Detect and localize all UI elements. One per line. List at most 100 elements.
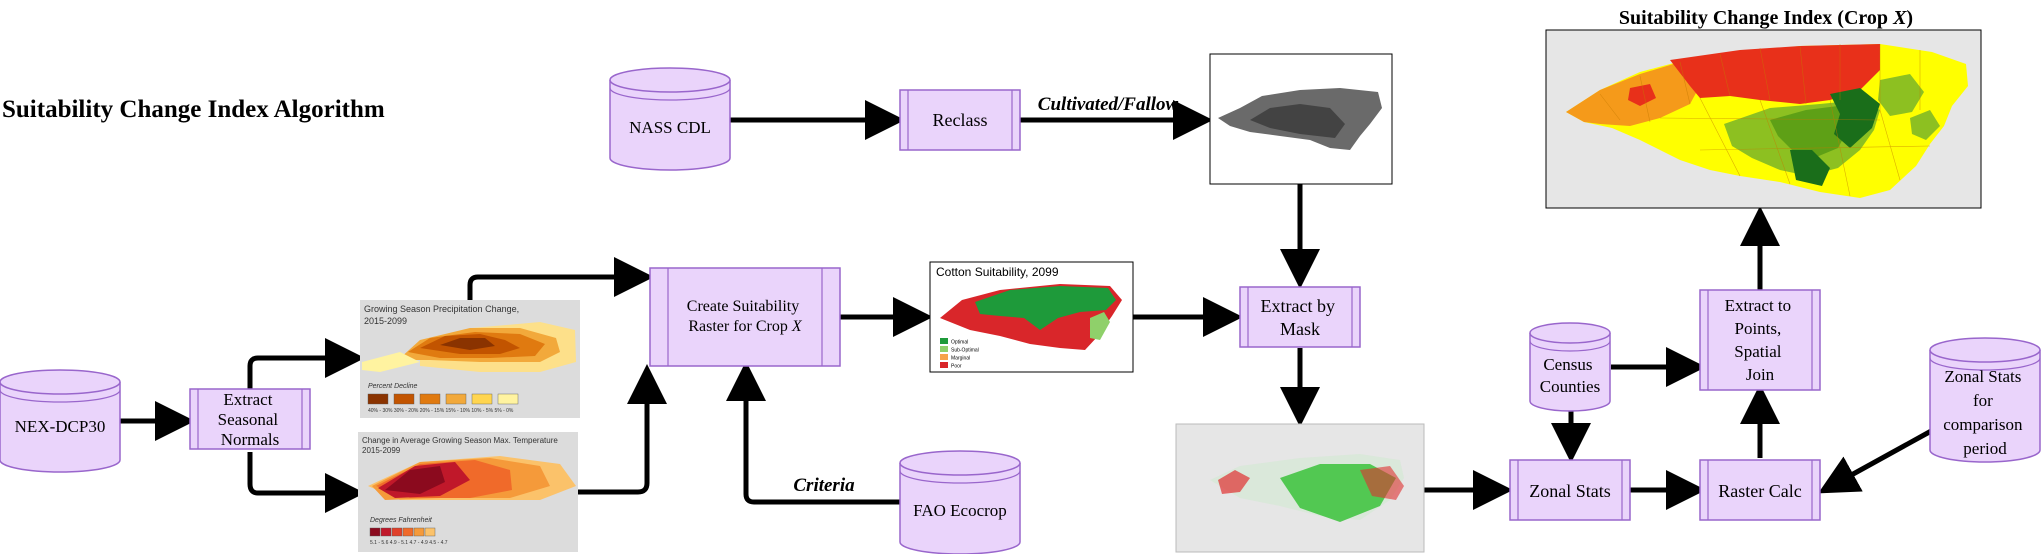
cotton-legend-label-3: Poor <box>951 364 962 370</box>
arrow-temp-to-create <box>578 363 667 495</box>
extract-mask-line-1: Extract by <box>1261 296 1335 316</box>
edge-label-criteria: Criteria <box>793 475 855 496</box>
index-region-dark-green <box>1830 88 1880 148</box>
extract-mask-line-2: Mask <box>1280 319 1320 339</box>
output-title-prefix: Suitability Change Index (Crop <box>1619 7 1893 29</box>
zonal-comparison-datasource[interactable]: Zonal Stats for comparison period <box>1929 337 2041 463</box>
create-raster-label: Create Suitability Raster for Crop X <box>687 298 803 335</box>
extract-seasonal-normals-process[interactable]: Extract Seasonal Normals <box>189 388 311 450</box>
zonal-stats-process[interactable]: Zonal Stats <box>1509 459 1631 521</box>
temp-legend-swatch-3 <box>402 527 414 537</box>
extract-points-line-1: Extract to <box>1725 296 1792 315</box>
precip-title-line-1: Growing Season Precipitation Change, <box>364 304 519 314</box>
precip-legend-swatch-1 <box>393 393 415 405</box>
nass-cdl-datasource[interactable]: NASS CDL <box>609 67 731 171</box>
temp-legend-swatch-1 <box>380 527 392 537</box>
cotton-legend-swatch-0 <box>940 338 948 344</box>
census-counties-label: Census Counties <box>1540 355 1600 396</box>
temp-legend-swatch-0 <box>369 527 381 537</box>
page-title: Suitability Change Index Algorithm <box>2 96 385 123</box>
temp-legend-swatch-5 <box>424 527 436 537</box>
extract-by-mask-process[interactable]: Extract by Mask <box>1239 286 1361 348</box>
arrow-extract-to-temp <box>247 452 366 513</box>
precip-legend-swatch-4 <box>471 393 493 405</box>
nex-dcp30-label: NEX-DCP30 <box>15 417 106 436</box>
cotton-legend-label-1: Sub-Optimal <box>951 348 979 354</box>
extract-to-points-process[interactable]: Extract to Points, Spatial Join <box>1699 289 1821 391</box>
cotton-legend-swatch-3 <box>940 362 948 368</box>
temp-title-line-1: Change in Average Growing Season Max. Te… <box>362 436 558 445</box>
temp-legend-labels: 5.1 - 5.6 4.9 - 5.1 4.7 - 4.9 4.5 - 4.7 <box>370 540 448 546</box>
precipitation-change-map: Growing Season Precipitation Change, 201… <box>360 300 580 418</box>
precip-legend-title: Percent Decline <box>368 383 418 390</box>
cotton-suitability-map: Cotton Suitability, 2099 OptimalSub-Opti… <box>929 261 1134 373</box>
masked-suitability-map <box>1175 423 1425 553</box>
arrow-fao-to-create <box>726 360 900 505</box>
index-county-lines <box>1599 44 1931 197</box>
precip-legend-swatch-5 <box>497 393 519 405</box>
temp-legend-title: Degrees Fahrenheit <box>370 517 433 524</box>
extract-seasonal-line-3: Normals <box>221 430 280 449</box>
temp-title-line-2: 2015-2099 <box>362 446 401 455</box>
cotton-map-title: Cotton Suitability, 2099 <box>936 265 1059 279</box>
cotton-legend-swatch-2 <box>940 354 948 360</box>
arrows <box>120 100 1935 513</box>
zonal-comp-line-4: period <box>1963 439 2007 458</box>
census-line-2: Counties <box>1540 377 1600 396</box>
fao-ecocrop-datasource[interactable]: FAO Ecocrop <box>899 450 1021 554</box>
index-region-olive-2 <box>1910 110 1940 140</box>
temp-legend-swatches <box>369 527 436 537</box>
raster-calc-process[interactable]: Raster Calc <box>1699 459 1821 521</box>
output-title: Suitability Change Index (Crop X) <box>1619 7 1913 29</box>
extract-points-line-3: Spatial <box>1734 342 1781 361</box>
raster-calc-label: Raster Calc <box>1718 481 1801 501</box>
reclass-process[interactable]: Reclass <box>899 89 1021 151</box>
index-region-red <box>1670 44 1880 104</box>
arrow-precip-to-create <box>467 257 655 300</box>
index-region-olive-east <box>1878 74 1924 116</box>
cotton-legend-swatch-1 <box>940 346 948 352</box>
extract-by-mask-label: Extract by Mask <box>1261 296 1340 339</box>
zonal-comparison-label: Zonal Stats for comparison period <box>1943 367 2027 458</box>
cotton-legend-label-2: Marginal <box>951 356 970 362</box>
precip-legend-swatch-0 <box>367 393 389 405</box>
census-line-1: Census <box>1543 355 1592 374</box>
extract-points-line-2: Points, <box>1734 319 1781 338</box>
arrow-extract-to-precip <box>247 338 366 392</box>
index-region-red-west <box>1628 84 1656 106</box>
edge-label-cultivated: Cultivated/Fallow <box>1038 94 1179 115</box>
precip-legend-labels: 40% - 30% 30% - 20% 20% - 15% 15% - 10% … <box>368 408 514 414</box>
temp-legend-swatch-4 <box>413 527 425 537</box>
precip-title-line-2: 2015-2099 <box>364 316 407 326</box>
cultivated-mask-map <box>1209 53 1393 185</box>
create-raster-line-1: Create Suitability <box>687 298 799 315</box>
fao-ecocrop-label: FAO Ecocrop <box>913 501 1007 520</box>
zonal-stats-label: Zonal Stats <box>1529 481 1611 501</box>
create-suitability-raster-process[interactable]: Create Suitability Raster for Crop X <box>649 267 841 367</box>
zonal-comp-line-3: comparison <box>1943 415 2023 434</box>
suitability-change-index-map <box>1545 29 1982 209</box>
index-region-dark-green-2 <box>1790 150 1830 186</box>
create-raster-line-2: Raster for Crop X <box>688 318 803 335</box>
arrow-comparison-to-rastercalc <box>1818 427 1935 494</box>
zonal-comp-line-2: for <box>1973 391 1993 410</box>
create-raster-line-2-text: Raster for Crop <box>688 318 792 335</box>
precip-legend-swatch-2 <box>419 393 441 405</box>
precip-legend-swatch-3 <box>445 393 467 405</box>
temperature-change-map: Change in Average Growing Season Max. Te… <box>358 432 578 552</box>
output-title-suffix: ) <box>1906 7 1913 29</box>
reclass-label: Reclass <box>933 110 988 130</box>
census-counties-datasource[interactable]: Census Counties <box>1529 322 1611 412</box>
temp-legend-swatch-2 <box>391 527 403 537</box>
extract-seasonal-line-2: Seasonal <box>218 410 279 429</box>
nass-cdl-label: NASS CDL <box>629 118 711 137</box>
cotton-legend-label-0: Optimal <box>951 340 968 346</box>
zonal-comp-line-1: Zonal Stats <box>1944 367 2021 386</box>
nex-dcp30-datasource[interactable]: NEX-DCP30 <box>0 369 121 473</box>
extract-points-label: Extract to Points, Spatial Join <box>1725 296 1796 384</box>
precip-legend-swatches <box>367 393 519 405</box>
extract-seasonal-label: Extract Seasonal Normals <box>218 390 283 449</box>
